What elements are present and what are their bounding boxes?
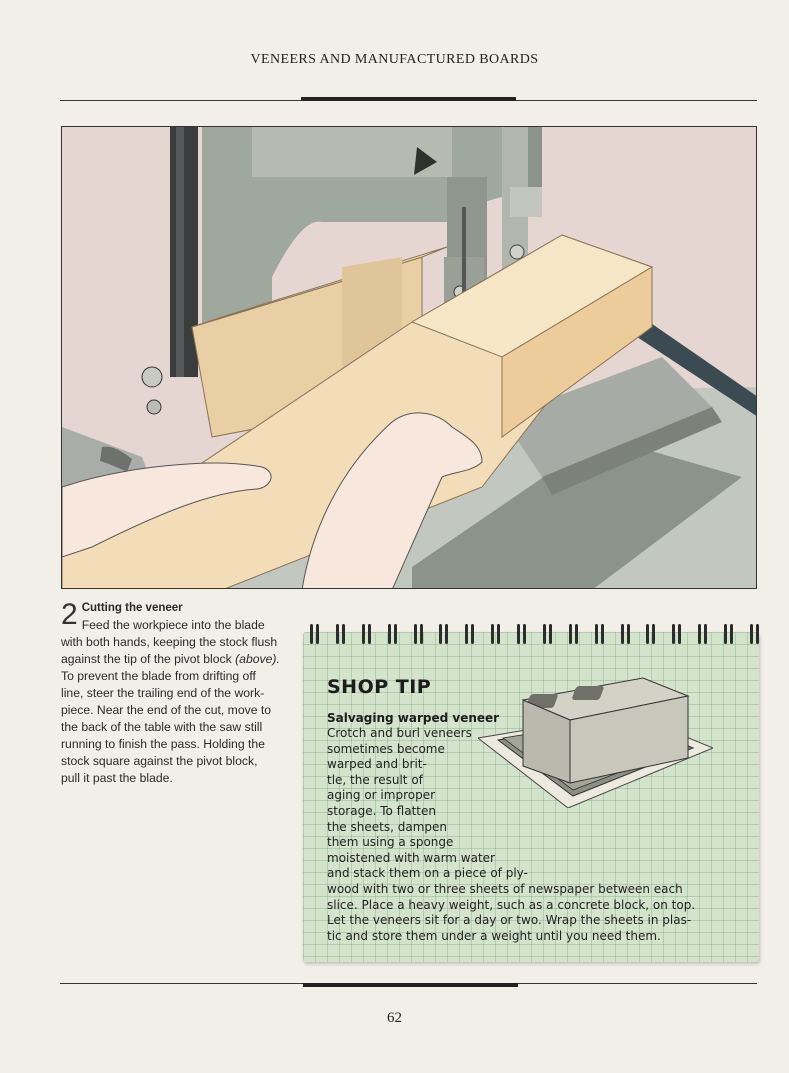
spiral-ring-icon [698,624,708,646]
spiral-ring-icon [465,624,475,646]
step-line: with both hands, keeping the stock flush [61,635,278,649]
concrete-block-on-plywood-illustration [476,668,715,809]
step-line: piece. Near the end of the cut, move to [61,703,272,717]
spiral-ring-icon [594,624,605,646]
spiral-ring-icon [439,624,449,646]
footer-rule-accent [303,983,518,987]
page-number: 62 [387,1010,402,1026]
tip-line: the sheets, dampen [327,819,447,834]
step-number: 2 [61,598,78,631]
tip-line: sometimes become [327,741,445,756]
spiral-ring-icon [620,624,631,646]
step-line: pull it past the blade. [61,771,173,785]
spiral-ring-icon [568,624,579,646]
tip-line: Crotch and burl veneers [327,726,472,740]
header-rule-accent [301,97,516,101]
spiral-ring-icon [387,624,398,646]
spiral-ring-icon [646,624,656,646]
notepad-spiral-binding [310,624,760,648]
spiral-ring-icon [361,624,372,646]
step-line: line, steer the trailing end of the work… [61,686,265,700]
shop-tip-body: Crotch and burl veneers sometimes become… [327,726,695,944]
spiral-ring-icon [542,624,553,646]
tip-line: Let the veneers sit for a day or two. Wr… [327,913,692,928]
step-line: stock square against the pivot block, [61,754,258,768]
tip-line: slice. Place a heavy weight, such as a c… [327,897,696,912]
shop-tip-heading: SHOP TIP [327,676,432,698]
tip-line: warped and brit- [327,757,427,772]
shop-tip-notepad [303,632,759,962]
step-line: running to finish the pass. Holding the [61,737,265,751]
bandsaw-illustration [61,126,757,589]
tip-line: tic and store them under a weight until … [327,928,661,943]
tip-line: storage. To flatten [327,803,436,818]
step-line: Feed the workpiece into the blade [81,618,265,632]
step-italic-reference: (above). [235,652,280,666]
spiral-ring-icon [749,624,760,646]
step-line: against the tip of the pivot block (abov… [61,652,280,666]
tip-line: moistened with warm water [327,850,495,865]
step-line: the back of the table with the saw still [61,720,263,734]
spiral-ring-icon [672,624,682,646]
tip-line: and stack them on a piece of ply- [327,866,528,881]
step-title: Cutting the veneer [81,602,183,614]
tip-line: tle, the result of [327,772,423,787]
spiral-ring-icon [335,624,346,646]
spiral-ring-icon [491,624,501,646]
spiral-ring-icon [310,624,320,646]
spiral-ring-icon [724,624,734,646]
tip-line: them using a sponge [327,835,454,850]
running-header: VENEERS AND MANUFACTURED BOARDS [250,52,539,67]
spiral-ring-icon [517,624,527,646]
step-line: To prevent the blade from drifting off [61,669,256,683]
tip-line: aging or improper [327,788,436,803]
spiral-ring-icon [413,624,424,646]
shop-tip-subheading: Salvaging warped veneer [327,711,500,725]
step-2-instructions: 2 Cutting the veneer Feed the workpiece … [61,600,287,787]
tip-line: wood with two or three sheets of newspap… [327,881,683,896]
